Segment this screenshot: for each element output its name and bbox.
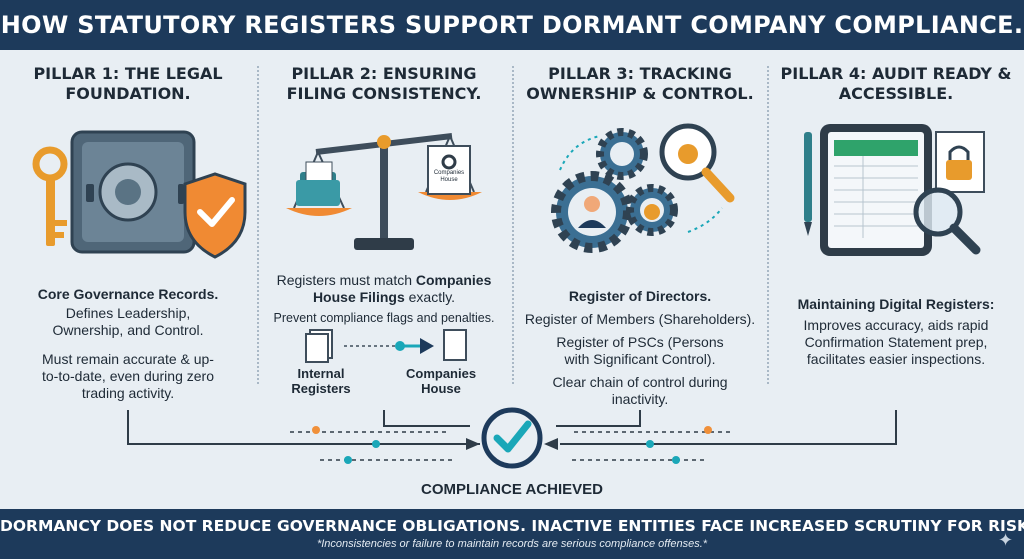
pillar-2-title: PILLAR 2: ENSURING FILING CONSISTENCY. [286, 64, 482, 103]
pillar-2-panel: PILLAR 2: ENSURING FILING CONSISTENCY. [256, 54, 512, 396]
connector-lines [127, 407, 897, 469]
page-title: HOW STATUTORY REGISTERS SUPPORT DORMANT … [0, 11, 1024, 39]
gear-icon [596, 128, 648, 180]
flow-label-companies-house: Companies House [406, 366, 477, 396]
magnifier-icon [659, 123, 735, 203]
footer-main: DORMANCY DOES NOT REDUCE GOVERNANCE OBLI… [0, 517, 1024, 535]
pillar-1-lines: Defines Leadership, Ownership, and Contr… [52, 305, 204, 338]
compliance-achieved-label: COMPLIANCE ACHIEVED [421, 481, 603, 498]
pillar-4-lead: Maintaining Digital Registers: [797, 296, 995, 312]
magnifier-icon [913, 187, 981, 255]
safe-icon [70, 130, 196, 254]
pillar-2-line1-c: exactly. [404, 289, 456, 305]
companies-house-doc-label: Companies House [433, 170, 465, 183]
pillar-3-line3: Register of PSCs (Persons with Significa… [556, 334, 724, 367]
shield-check-icon [183, 172, 247, 259]
padlock-document-icon [935, 131, 985, 193]
column-divider [257, 66, 259, 384]
pillar-3-line4: Clear chain of control during inactivity… [552, 374, 728, 407]
pillar-2-line1-a: Registers must match [276, 272, 416, 288]
document-icon [427, 145, 471, 195]
pillar-4-title: PILLAR 4: AUDIT READY & ACCESSIBLE. [780, 64, 1012, 103]
key-icon [32, 146, 68, 246]
money-bag-icon [644, 204, 660, 220]
column-divider [512, 66, 514, 384]
pillar-4-illustration [768, 112, 1024, 262]
pillar-3-panel: PILLAR 3: TRACKING OWNERSHIP & CONTROL. [512, 54, 768, 407]
arrow-right-icon [404, 338, 434, 354]
pillar-1-body: Must remain accurate & up-to-to-date, ev… [42, 351, 214, 401]
pillar-3-lead: Register of Directors. [568, 288, 712, 304]
footer-note: *Inconsistencies or failure to maintain … [316, 538, 708, 550]
pillar-1-panel: PILLAR 1: THE LEGAL FOUNDATION. [0, 54, 256, 401]
pillar-4-panel: PILLAR 4: AUDIT READY & ACCESSIBLE. [768, 54, 1024, 384]
document-icon [443, 329, 467, 361]
flow-diagram [305, 329, 467, 363]
pillar-1-title: PILLAR 1: THE LEGAL FOUNDATION. [33, 64, 223, 103]
folder-icon [296, 161, 340, 206]
pillar-1-lead: Core Governance Records. [37, 286, 219, 302]
person-icon [578, 196, 606, 228]
header-banner: HOW STATUTORY REGISTERS SUPPORT DORMANT … [0, 0, 1024, 50]
document-icon [305, 329, 333, 363]
tablet-icon [820, 124, 932, 256]
sparkle-icon: ✦ [998, 530, 1014, 550]
checkmark-circle-icon [481, 407, 543, 469]
column-divider [767, 66, 769, 384]
pillar-3-line2: Register of Members (Shareholders). [524, 311, 756, 327]
pillar-2-line1-b: Companies House Filings [312, 272, 492, 305]
pillar-3-illustration [512, 112, 768, 262]
pen-icon [804, 132, 812, 236]
pillar-3-title: PILLAR 3: TRACKING OWNERSHIP & CONTROL. [526, 64, 754, 103]
pillar-4-body: Improves accuracy, aids rapid Confirmati… [803, 317, 989, 367]
pillar-2-line2: Prevent compliance flags and penalties. [273, 311, 495, 325]
footer-banner: DORMANCY DOES NOT REDUCE GOVERNANCE OBLI… [0, 509, 1024, 559]
flow-label-internal: Internal Registers [291, 366, 351, 396]
pillar-1-illustration [0, 112, 256, 262]
pillar-2-illustration: Companies House [256, 112, 512, 262]
